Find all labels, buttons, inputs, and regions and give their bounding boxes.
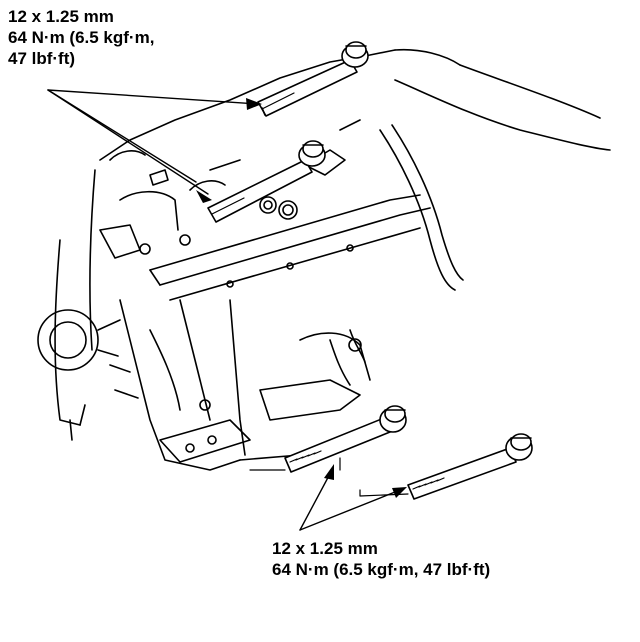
bottom-arrowhead-right bbox=[392, 487, 407, 498]
spec-bottom-thread: 12 x 1.25 mm bbox=[272, 539, 378, 558]
top-arrowhead-upper bbox=[246, 98, 262, 110]
bottom-arrowhead-left bbox=[324, 464, 334, 480]
top-arrowhead-lower bbox=[196, 190, 212, 203]
torque-spec-bottom: 12 x 1.25 mm 64 N·m (6.5 kgf·m, 47 lbf·f… bbox=[272, 538, 490, 580]
top-leader-lines bbox=[47, 89, 259, 195]
spec-bottom-torque: 64 N·m (6.5 kgf·m, 47 lbf·ft) bbox=[272, 560, 491, 579]
torque-spec-top: 12 x 1.25 mm 64 N·m (6.5 kgf·m, 47 lbf·f… bbox=[8, 6, 154, 69]
top-bolt-lower bbox=[207, 140, 326, 223]
bottom-leader-lines bbox=[249, 457, 409, 531]
spec-top-torque-imperial: 47 lbf·ft) bbox=[8, 49, 76, 68]
bottom-bolt-left bbox=[284, 405, 407, 473]
engine-block-outline bbox=[37, 48, 611, 471]
bottom-bolt-right bbox=[407, 433, 533, 500]
top-bolt-upper bbox=[257, 41, 369, 117]
spec-top-torque: 64 N·m (6.5 kgf·m, bbox=[8, 28, 155, 47]
spec-top-thread: 12 x 1.25 mm bbox=[8, 7, 114, 26]
